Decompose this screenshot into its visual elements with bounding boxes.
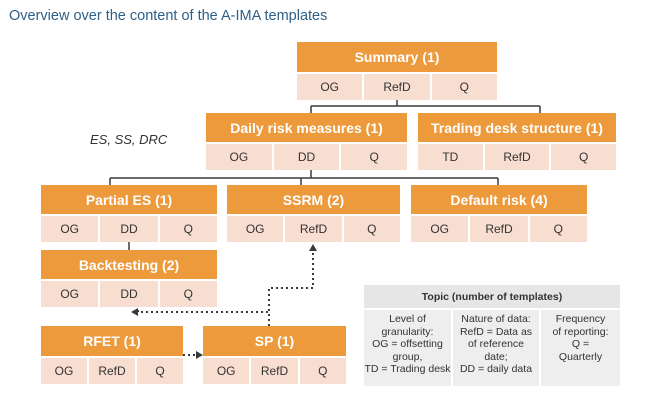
box-ssrm: SSRM (2) OG RefD Q <box>227 185 400 242</box>
daily-cell-frequency: Q <box>341 144 408 170</box>
tree-connectors <box>109 100 541 250</box>
summary-cell-granularity: OG <box>297 74 365 100</box>
ssrm-cell-nature: RefD <box>285 216 344 242</box>
daily-cell-granularity: OG <box>206 144 274 170</box>
arrowhead-ssrm <box>309 244 317 251</box>
risk-measures-note: ES, SS, DRC <box>90 132 168 147</box>
box-partial-es-title: Partial ES (1) <box>41 185 217 214</box>
box-backtesting-title: Backtesting (2) <box>41 250 217 279</box>
partial-es-cell-nature: DD <box>100 216 160 242</box>
box-ssrm-title: SSRM (2) <box>227 185 400 214</box>
trading-cell-granularity: TD <box>418 144 485 170</box>
default-risk-cell-nature: RefD <box>470 216 530 242</box>
page-title: Overview over the content of the A-IMA t… <box>9 8 328 24</box>
rfet-cell-granularity: OG <box>41 358 89 384</box>
arrowhead-sp <box>196 351 203 359</box>
trading-cell-frequency: Q <box>551 144 617 170</box>
arrowhead-backtesting <box>131 308 138 316</box>
box-sp: SP (1) OG RefD Q <box>203 326 346 384</box>
legend: Topic (number of templates) Level of gra… <box>364 285 620 386</box>
connector-sp-ssrm <box>268 250 314 326</box>
box-rfet: RFET (1) OG RefD Q <box>41 326 183 384</box>
ssrm-cell-granularity: OG <box>227 216 286 242</box>
box-default-risk-title: Default risk (4) <box>411 185 587 214</box>
legend-frequency: Frequency of reporting: Q = Quarterly <box>541 310 620 386</box>
legend-nature: Nature of data: RefD = Data as of refere… <box>453 310 541 386</box>
box-daily-risk-measures-title: Daily risk measures (1) <box>206 113 407 142</box>
sp-cell-granularity: OG <box>203 358 252 384</box>
box-sp-title: SP (1) <box>203 326 346 356</box>
trading-cell-nature: RefD <box>484 144 552 170</box>
backtesting-cell-granularity: OG <box>41 281 101 307</box>
daily-cell-nature: DD <box>273 144 342 170</box>
box-backtesting: Backtesting (2) OG DD Q <box>41 250 217 307</box>
connector-sp-backtesting <box>137 306 270 326</box>
ssrm-cell-frequency: Q <box>343 216 400 242</box>
box-partial-es: Partial ES (1) OG DD Q <box>41 185 217 242</box>
box-summary-title: Summary (1) <box>297 42 497 72</box>
backtesting-cell-frequency: Q <box>159 281 217 307</box>
default-risk-cell-frequency: Q <box>529 216 587 242</box>
sp-cell-frequency: Q <box>299 358 346 384</box>
backtesting-cell-nature: DD <box>100 281 160 307</box>
arrowheads <box>131 244 317 359</box>
partial-es-cell-granularity: OG <box>41 216 101 242</box>
dotted-connectors <box>137 250 314 356</box>
box-summary: Summary (1) OG RefD Q <box>297 42 497 100</box>
box-daily-risk-measures: Daily risk measures (1) OG DD Q <box>206 113 408 170</box>
box-default-risk: Default risk (4) OG RefD Q <box>411 185 587 242</box>
box-trading-desk-structure: Trading desk structure (1) TD RefD Q <box>418 113 617 170</box>
summary-cell-nature: RefD <box>364 74 432 100</box>
legend-title: Topic (number of templates) <box>364 285 620 308</box>
rfet-cell-frequency: Q <box>137 358 183 384</box>
rfet-cell-nature: RefD <box>89 358 137 384</box>
sp-cell-nature: RefD <box>251 358 300 384</box>
box-trading-desk-structure-title: Trading desk structure (1) <box>418 113 616 142</box>
summary-cell-frequency: Q <box>431 74 497 100</box>
legend-granularity: Level of granularity: OG = offsetting gr… <box>364 310 453 386</box>
box-rfet-title: RFET (1) <box>41 326 183 356</box>
partial-es-cell-frequency: Q <box>159 216 217 242</box>
default-risk-cell-granularity: OG <box>411 216 471 242</box>
